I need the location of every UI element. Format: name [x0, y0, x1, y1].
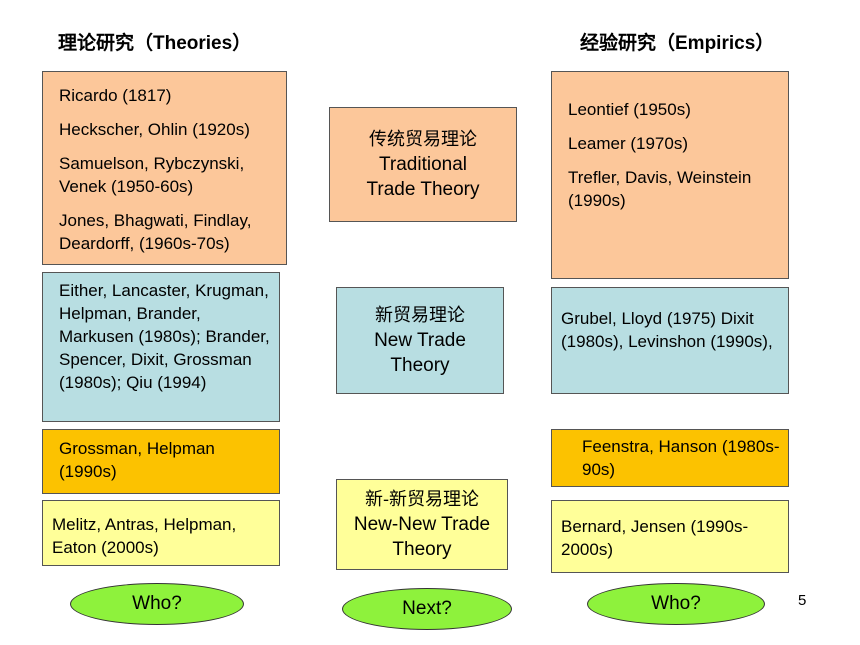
center-new-trade-box: 新贸易理论 New Trade Theory [336, 287, 504, 394]
who-oval-left: Who? [70, 583, 244, 625]
category-cn-label: 新-新贸易理论 [364, 489, 480, 510]
category-en-label: New-New Trade Theory [353, 514, 491, 560]
theory-text: Either, Lancaster, Krugman, Helpman, Bra… [59, 281, 270, 392]
page-number: 5 [798, 592, 807, 609]
theory-text: Grossman, Helpman (1990s) [59, 439, 215, 481]
category-en-label: Traditional Trade Theory [366, 154, 480, 200]
theories-new-new-box: Melitz, Antras, Helpman, Eaton (2000s) [42, 500, 280, 566]
who-oval-right: Who? [587, 583, 765, 625]
empirics-mid-box: Feenstra, Hanson (1980s- 90s) [551, 429, 789, 487]
theory-item: Samuelson, Rybczynski, Venek (1950-60s) [59, 154, 245, 196]
theory-item: Ricardo (1817) [59, 86, 172, 105]
category-cn-label: 传统贸易理论 [369, 129, 477, 150]
empirics-item: Trefler, Davis, Weinstein (1990s) [568, 168, 752, 210]
empirics-new-new-box: Bernard, Jensen (1990s-2000s) [551, 500, 789, 573]
category-en-label: New Trade Theory [374, 330, 466, 376]
empirics-text: Bernard, Jensen (1990s-2000s) [561, 517, 749, 559]
theory-item: Heckscher, Ohlin (1920s) [59, 120, 250, 139]
empirics-item: Leamer (1970s) [568, 134, 689, 153]
theories-new-trade-box: Either, Lancaster, Krugman, Helpman, Bra… [42, 272, 280, 422]
center-traditional-box: 传统贸易理论 Traditional Trade Theory [329, 107, 517, 222]
empirics-header: 经验研究（Empirics） [580, 33, 775, 54]
theories-mid-box: Grossman, Helpman (1990s) [42, 429, 280, 494]
next-oval: Next? [342, 588, 512, 630]
empirics-traditional-box: Leontief (1950s) Leamer (1970s) Trefler,… [551, 71, 789, 279]
empirics-text: Grubel, Lloyd (1975) Dixit (1980s), Levi… [561, 309, 773, 351]
empirics-new-trade-box: Grubel, Lloyd (1975) Dixit (1980s), Levi… [551, 287, 789, 394]
theory-text: Melitz, Antras, Helpman, Eaton (2000s) [52, 515, 237, 557]
theories-traditional-box: Ricardo (1817) Heckscher, Ohlin (1920s) … [42, 71, 287, 265]
theories-header: 理论研究（Theories） [58, 33, 252, 54]
category-cn-label: 新贸易理论 [375, 305, 465, 326]
empirics-text: Feenstra, Hanson (1980s- 90s) [582, 437, 780, 479]
theory-item: Jones, Bhagwati, Findlay, Deardorff, (19… [59, 211, 252, 253]
center-new-new-box: 新-新贸易理论 New-New Trade Theory [336, 479, 508, 570]
empirics-item: Leontief (1950s) [568, 100, 691, 119]
